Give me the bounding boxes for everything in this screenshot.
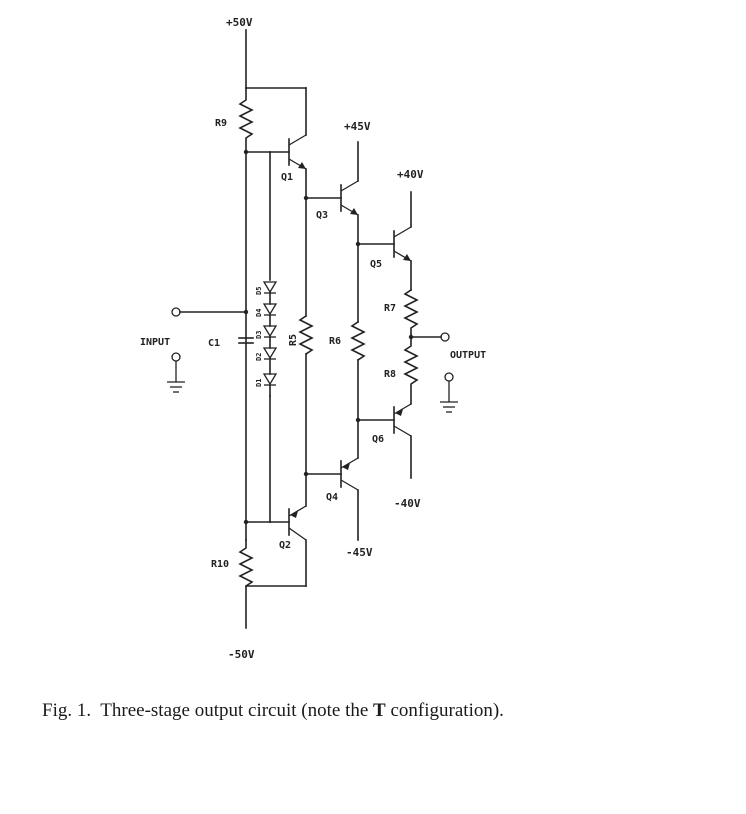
label-q1: Q1	[281, 172, 293, 183]
transistor-q6	[357, 403, 412, 479]
diode-d4-icon	[262, 303, 278, 316]
rail-labels: +50V +45V +40V -40V -45V -50V	[226, 16, 424, 661]
label-output: OUTPUT	[450, 350, 486, 361]
transistor-q2	[269, 505, 307, 541]
resistor-r7	[403, 288, 419, 338]
label-r6: R6	[329, 336, 341, 347]
label-q6: Q6	[372, 434, 384, 445]
resistor-r6-branch	[350, 241, 366, 459]
diode-d5-icon	[262, 281, 278, 294]
resistor-r8	[403, 336, 419, 405]
label-r5: R5	[288, 334, 299, 346]
component-labels: R9 Q1 Q3 Q5 R7 R6 R8 Q6 Q4 Q2 R10 C1 R5 …	[140, 118, 486, 570]
label-q5: Q5	[370, 259, 382, 270]
rail-plus40-label: +40V	[397, 168, 424, 181]
input-network	[167, 307, 254, 393]
transistor-q5	[357, 191, 412, 291]
label-d3: D3	[255, 331, 263, 339]
label-q3: Q3	[316, 210, 328, 221]
circuit-schematic: +50V +45V +40V -40V -45V -50V R9 Q1 Q3 Q…	[140, 16, 486, 661]
rail-plus50-label: +50V	[226, 16, 253, 29]
diode-d3-icon	[262, 325, 278, 338]
label-r8: R8	[384, 369, 396, 380]
label-d5: D5	[255, 287, 263, 295]
caption-text-before: Three-stage output circuit (note the	[100, 700, 374, 721]
caption-text-after: configuration).	[385, 700, 504, 721]
rail-plus45-label: +45V	[344, 120, 371, 133]
label-d4: D4	[255, 309, 263, 317]
label-d2: D2	[255, 353, 263, 361]
label-q4: Q4	[326, 492, 338, 503]
figure-caption: Fig. 1. Three-stage output circuit (note…	[42, 700, 732, 722]
caption-prefix: Fig. 1.	[42, 700, 92, 721]
label-r7: R7	[384, 303, 396, 314]
label-q2: Q2	[279, 540, 291, 551]
resistor-r6	[350, 320, 366, 362]
rail-minus50-label: -50V	[228, 648, 255, 661]
transistor-q4	[305, 457, 359, 541]
caption-bold-t: T	[373, 700, 386, 721]
transistor-q3	[305, 141, 359, 245]
resistor-r9	[238, 87, 254, 153]
diode-string	[245, 151, 278, 523]
rail-minus45-label: -45V	[346, 546, 373, 559]
label-c1: C1	[208, 338, 220, 349]
main-bias-chain	[238, 29, 307, 629]
label-r10: R10	[211, 559, 229, 570]
transistor-q1	[269, 134, 307, 199]
output-leg	[403, 288, 458, 413]
label-r9: R9	[215, 118, 227, 129]
diode-d1-icon	[262, 373, 278, 386]
resistor-r10	[238, 539, 254, 629]
output-terminal	[440, 332, 450, 342]
label-input: INPUT	[140, 337, 170, 348]
resistor-r5-branch	[298, 195, 314, 507]
resistor-r5	[298, 314, 314, 356]
input-terminal	[171, 307, 181, 317]
rail-minus40-label: -40V	[394, 497, 421, 510]
diode-d2-icon	[262, 347, 278, 360]
label-d1: D1	[255, 379, 263, 387]
